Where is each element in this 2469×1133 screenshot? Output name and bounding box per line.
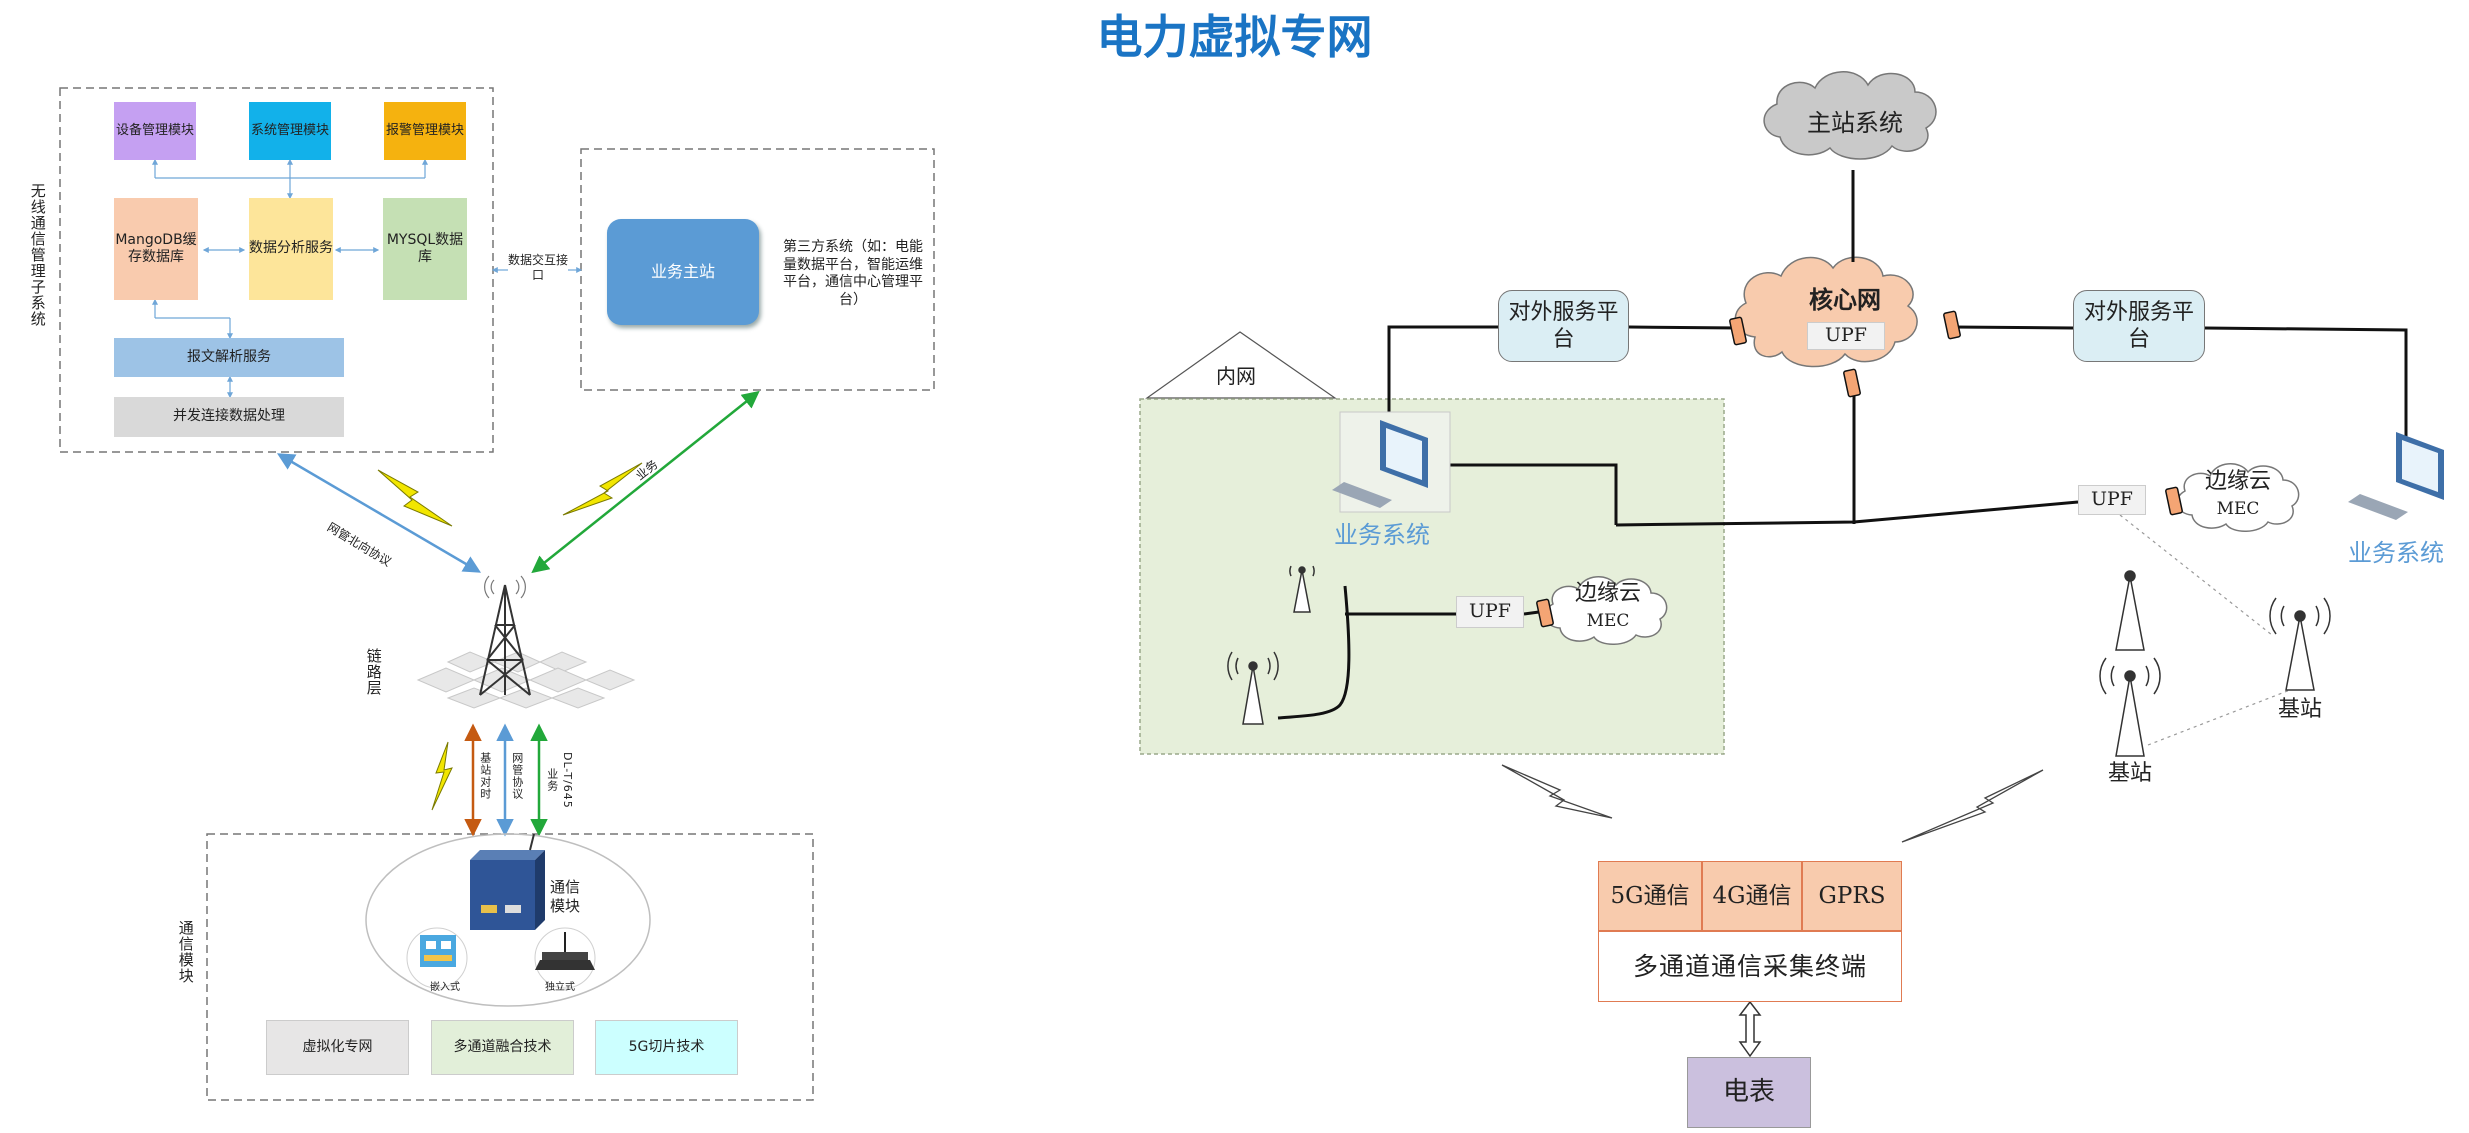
edge-cloud-right <box>2176 463 2300 532</box>
computer-icon <box>1332 411 1451 513</box>
parse-service: 报文解析服务 <box>114 338 344 377</box>
antenna-icon <box>2099 657 2161 757</box>
business-arrow-top <box>531 390 760 574</box>
northbound-arrow <box>276 453 482 573</box>
antenna-icon <box>2269 597 2331 691</box>
antenna-icon <box>2115 570 2145 651</box>
master-system-cloud <box>1763 71 1937 160</box>
intranet-upf-label: UPF <box>1456 596 1524 628</box>
base-station-right: 基站 <box>2277 697 2322 723</box>
link-layer-label: 链路层 <box>364 648 383 696</box>
terminal-meter-arrow <box>1738 1000 1762 1058</box>
edge-cloud-right-label: 边缘云 <box>2204 469 2271 495</box>
external-service-left: 对外服务平台 <box>1498 290 1629 362</box>
comm-device-icon <box>470 833 545 930</box>
dlt645-label: DL-T/645 <box>560 752 574 809</box>
business-system-right: 业务系统 <box>2348 539 2444 567</box>
computer-icon <box>2348 432 2444 520</box>
mangodb-cache: MangoDB缓存数据库 <box>114 198 198 300</box>
system-mgmt-module: 系统管理模块 <box>249 102 331 160</box>
standalone-router-icon <box>534 927 596 989</box>
nms-protocol-label: 网管协议 <box>510 752 524 800</box>
data-interface-label: 数据交互接口 <box>508 253 569 282</box>
terminal-4g: 4G通信 <box>1702 861 1802 931</box>
business-system-left: 业务系统 <box>1334 521 1430 549</box>
page-title: 电力虚拟专网 <box>1096 10 1373 64</box>
terminal-gprs: GPRS <box>1802 861 1902 931</box>
edge-cloud-intranet-mec: MEC <box>1586 611 1630 632</box>
antenna-icon <box>2286 616 2314 690</box>
core-network-label: 核心网 <box>1809 285 1881 314</box>
external-service-right: 对外服务平台 <box>2073 290 2205 362</box>
terminal-5g: 5G通信 <box>1598 861 1702 931</box>
base-station-sync-label: 基站对时 <box>478 752 492 800</box>
system-label: 无线通信管理子系统 <box>28 183 47 327</box>
network-links <box>1277 170 2408 720</box>
lightning-icon <box>1501 764 1613 819</box>
edge-cloud-right-mec: MEC <box>2216 499 2260 520</box>
edge-cloud-intranet-label: 边缘云 <box>1574 581 1641 607</box>
third-party-system: 第三方系统（如：电能量数据平台，智能运维平台，通信中心管理平台） <box>783 239 923 308</box>
comm-device-ellipse <box>365 833 651 1007</box>
intranet-roof <box>1145 331 1337 399</box>
base-station-links <box>2119 514 2291 746</box>
master-system-label: 主站系统 <box>1807 109 1903 137</box>
concurrent-processing: 并发连接数据处理 <box>114 397 344 437</box>
lightning-icon <box>431 741 453 811</box>
tech-5g-slicing: 5G切片技术 <box>595 1020 738 1075</box>
standalone-label: 独立式 <box>545 981 575 993</box>
upf-connector-icons <box>1536 310 2183 628</box>
module-connectors <box>152 158 583 399</box>
business-bottom-label: 业务 <box>545 768 559 792</box>
tech-multichannel: 多通道融合技术 <box>431 1020 574 1075</box>
device-mgmt-module: 设备管理模块 <box>114 102 196 160</box>
terminal-name: 多通道通信采集终端 <box>1598 931 1902 1002</box>
mysql-database: MYSQL数据库 <box>383 198 467 300</box>
cell-tower-icon <box>416 575 636 709</box>
embedded-label: 嵌入式 <box>430 981 460 993</box>
edge-cloud-intranet <box>1544 576 1668 645</box>
lightning-icon <box>377 469 453 527</box>
antenna-icon <box>1227 651 1279 725</box>
data-analysis-service: 数据分析服务 <box>249 198 333 300</box>
core-upf-label: UPF <box>1807 322 1885 350</box>
business-master-station: 业务主站 <box>607 219 759 325</box>
antenna-icon <box>1289 565 1315 613</box>
lightning-icon <box>1901 769 2044 843</box>
right-upf-label: UPF <box>2078 485 2146 515</box>
comm-module-label: 通信模块 <box>176 920 195 984</box>
lightning-icon <box>562 462 643 516</box>
tech-virtualization: 虚拟化专网 <box>266 1020 409 1075</box>
alarm-mgmt-module: 报警管理模块 <box>384 102 466 160</box>
embedded-device-icon <box>406 927 468 989</box>
comm-device-title: 通信模块 <box>549 878 580 915</box>
base-station-left: 基站 <box>2107 761 2152 787</box>
electric-meter: 电表 <box>1687 1057 1811 1128</box>
intranet-label: 内网 <box>1216 364 1256 388</box>
